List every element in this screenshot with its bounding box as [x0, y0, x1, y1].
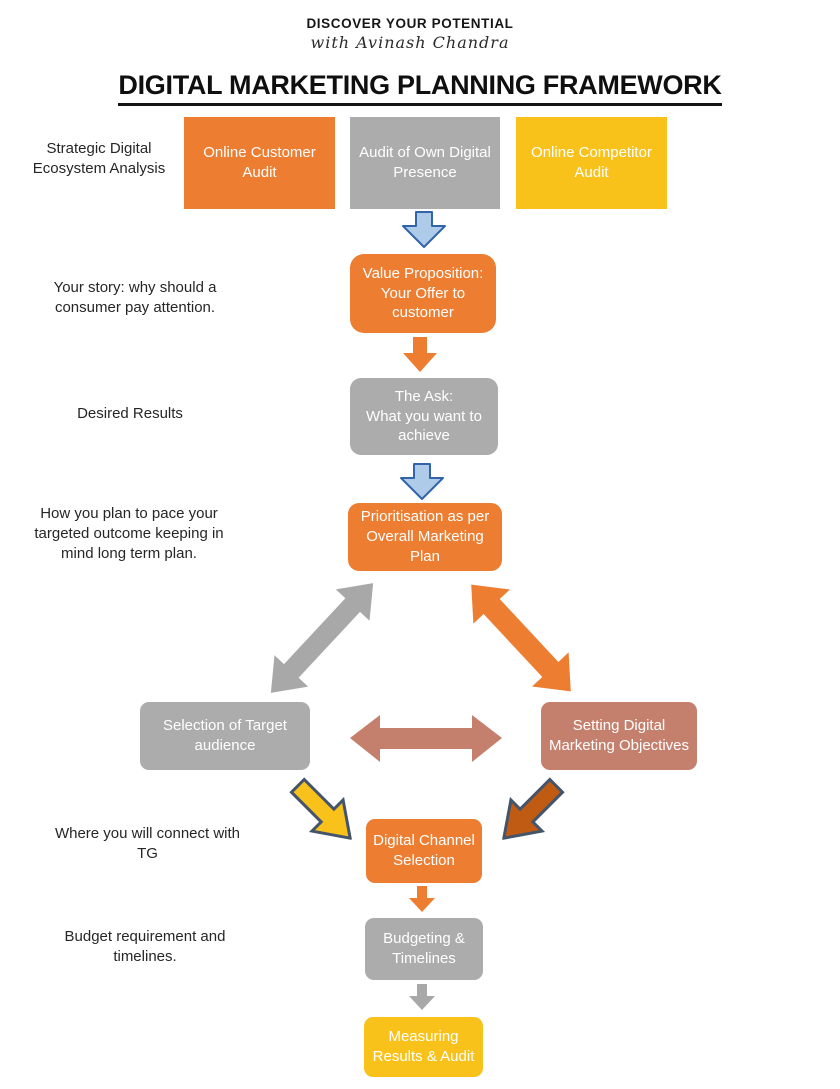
node-online-customer-audit: Online Customer Audit [184, 117, 335, 209]
arrow-down-orange-icon [402, 337, 438, 372]
arrow-double-diagonal-gray-icon [252, 565, 392, 710]
arrow-down-gray-small-icon [408, 984, 436, 1010]
node-measuring: Measuring Results & Audit [364, 1017, 483, 1077]
arrow-diagonal-yellow-icon [279, 767, 370, 858]
arrow-down-orange-small-icon [408, 886, 436, 912]
side-label-story: Your story: why should a consumer pay at… [53, 279, 217, 317]
arrow-double-diagonal-orange-icon [451, 566, 592, 711]
node-value-proposition: Value Proposition: Your Offer to custome… [350, 254, 496, 333]
arrow-double-horizontal-salmon-icon [350, 712, 502, 765]
arrow-down-blue-icon [399, 463, 445, 500]
side-label-budget: Budget requirement and timelines. [64, 928, 226, 966]
side-label-ecosystem: Strategic Digital Ecosystem Analysis [32, 140, 166, 178]
brand-tagline: DISCOVER YOUR POTENTIAL [306, 16, 514, 31]
node-budgeting: Budgeting & Timelines [365, 918, 483, 980]
arrow-diagonal-dark-orange-icon [485, 767, 576, 858]
side-label-connect: Where you will connect with TG [54, 825, 241, 863]
brand-byline: with Avinash Chandra [310, 33, 510, 52]
page-title-wrap: DIGITAL MARKETING PLANNING FRAMEWORK [0, 70, 840, 106]
side-label-desired-results: Desired Results [77, 405, 183, 422]
node-channel-selection: Digital Channel Selection [366, 819, 482, 883]
node-prioritisation: Prioritisation as per Overall Marketing … [348, 503, 502, 571]
arrow-down-blue-icon [401, 211, 447, 248]
node-target-audience: Selection of Target audience [140, 702, 310, 770]
node-audit-own-digital-presence: Audit of Own Digital Presence [350, 117, 500, 209]
side-label-pacing: How you plan to pace your targeted outco… [34, 505, 224, 563]
node-the-ask: The Ask: What you want to achieve [350, 378, 498, 455]
node-online-competitor-audit: Online Competitor Audit [516, 117, 667, 209]
node-marketing-objectives: Setting Digital Marketing Objectives [541, 702, 697, 770]
page-title: DIGITAL MARKETING PLANNING FRAMEWORK [118, 70, 722, 106]
